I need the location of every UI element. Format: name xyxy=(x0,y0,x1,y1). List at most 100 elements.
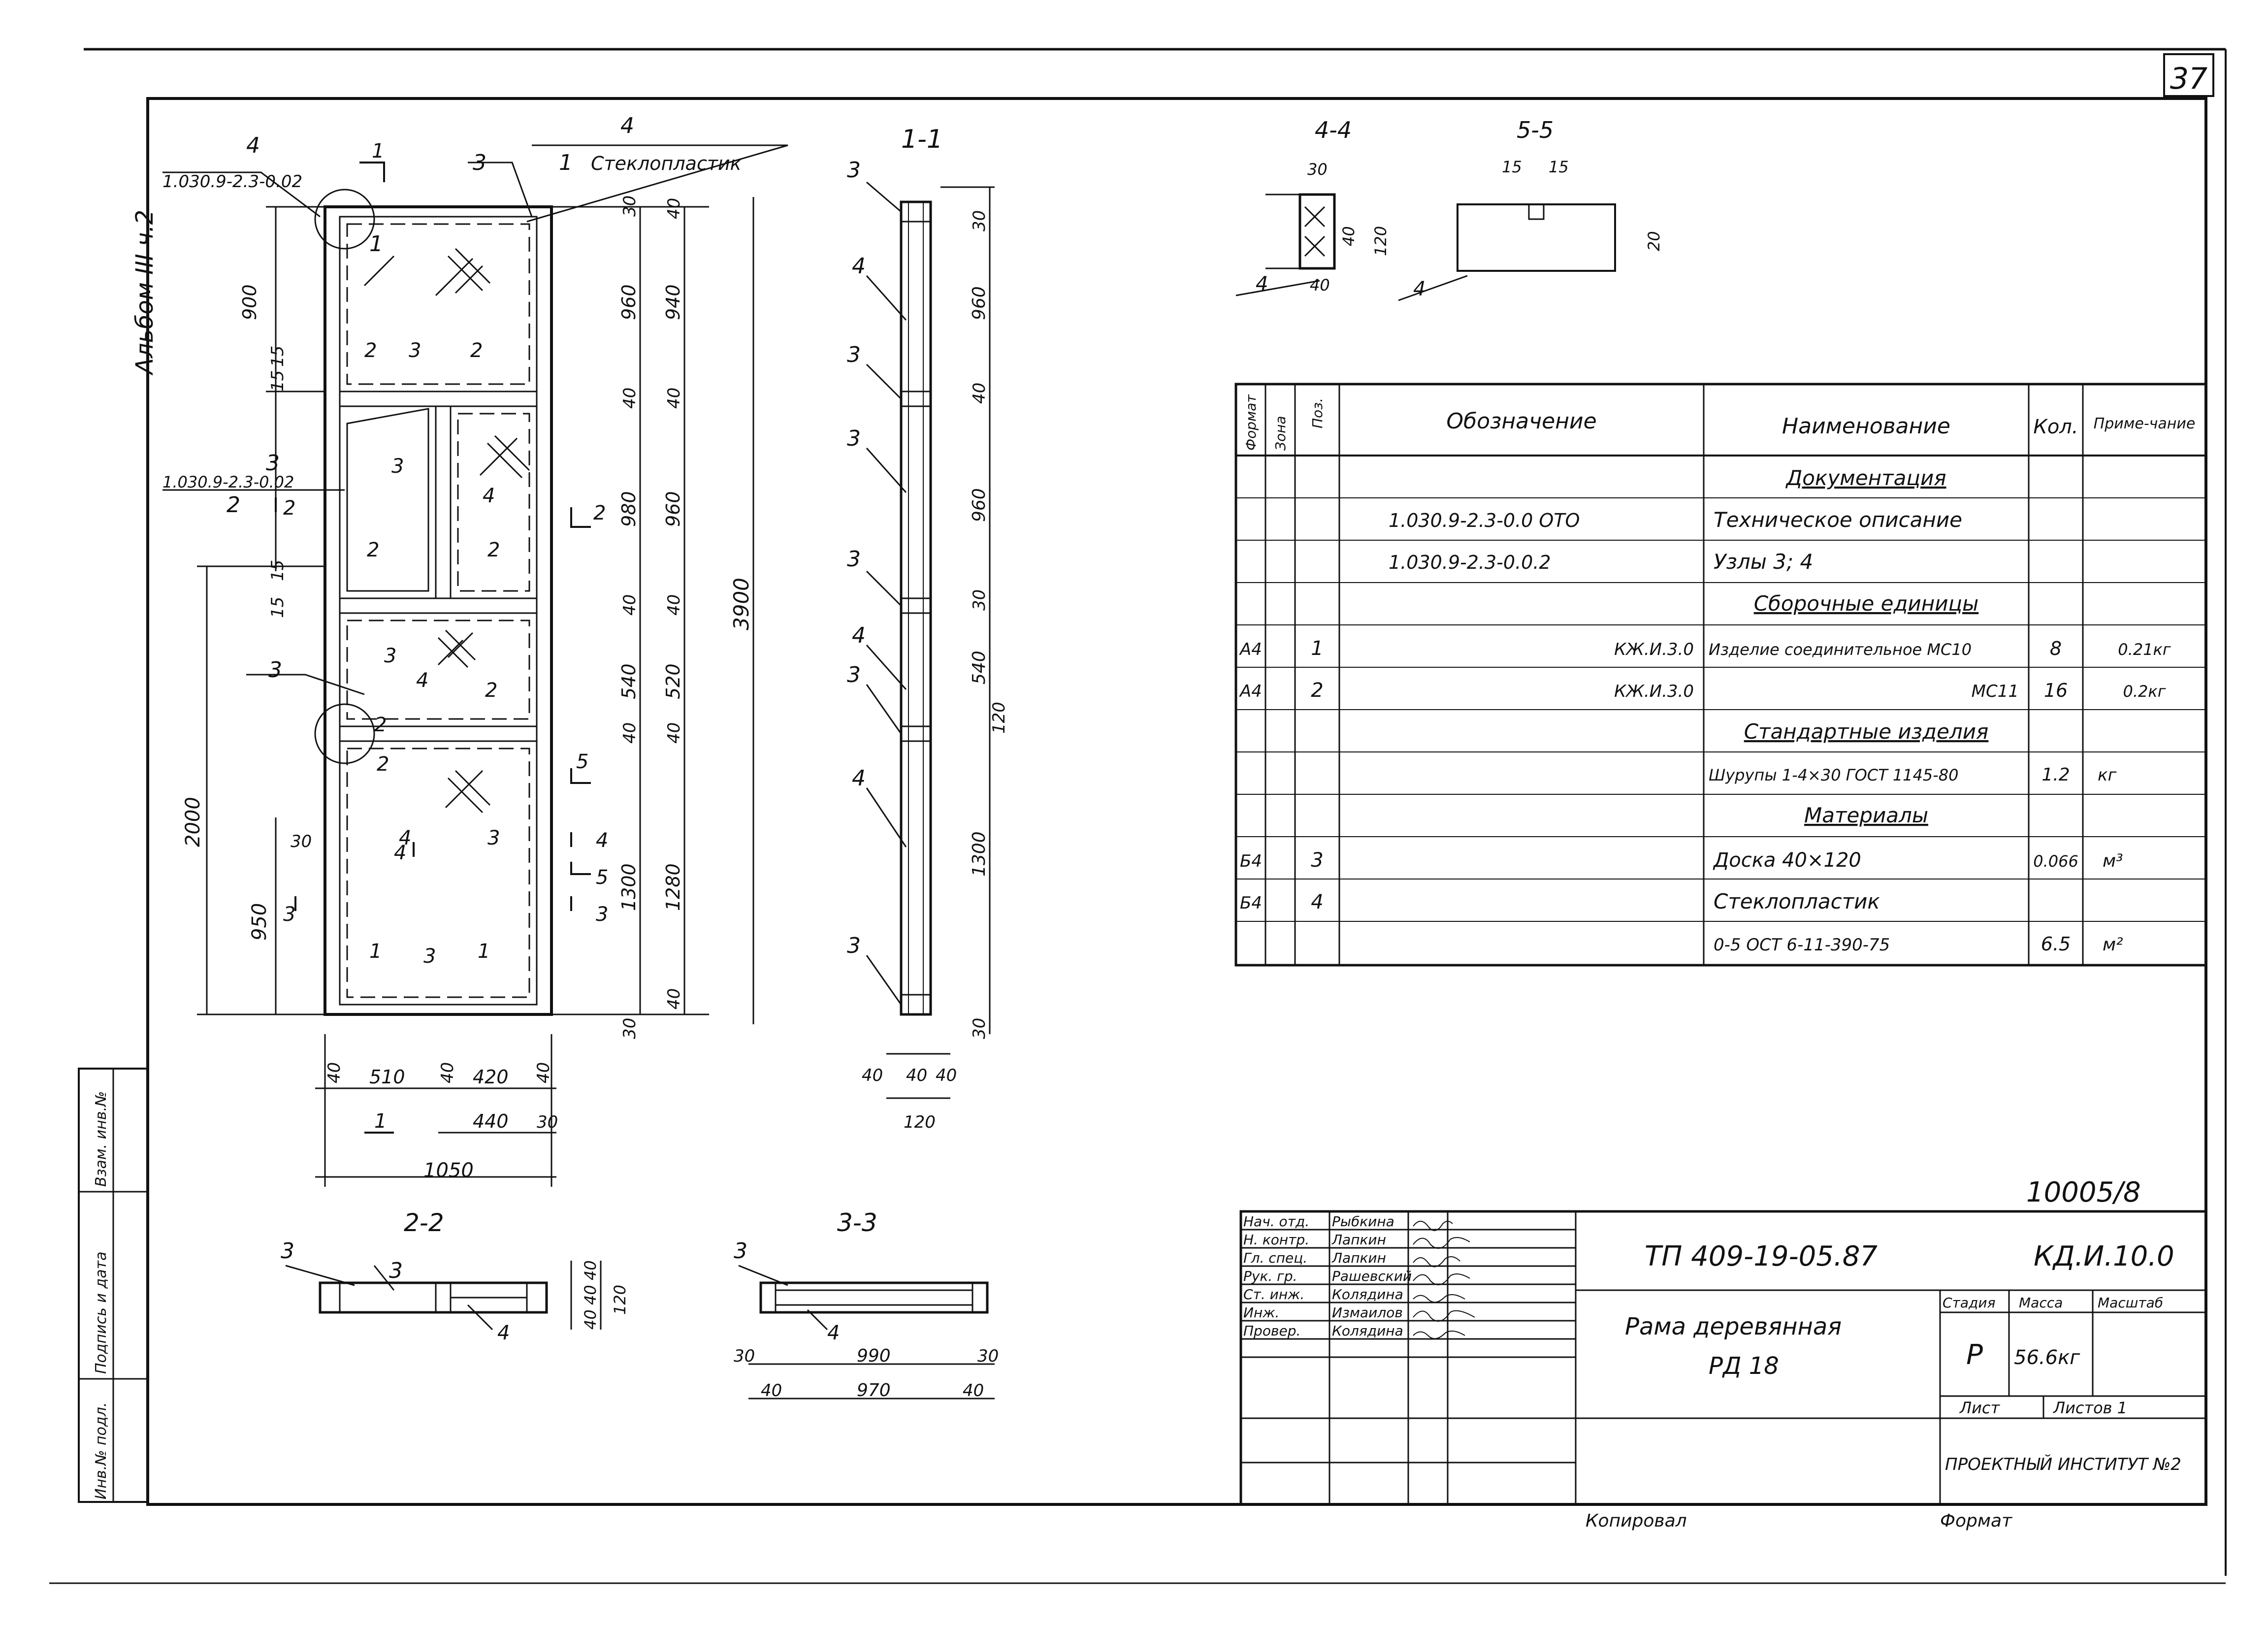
row8-name: Материалы xyxy=(1804,803,1928,827)
dim-bottom-30: 30 xyxy=(537,1112,558,1132)
dim-right-1280: 1280 xyxy=(662,863,684,911)
role-3: Рук. гр. xyxy=(1243,1268,1297,1284)
section-4-4: 4-4 4 30 40 120 40 xyxy=(1235,117,1390,296)
svg-text:2: 2 xyxy=(367,539,379,561)
row9-note: м³ xyxy=(2103,851,2123,871)
s11-dim-540: 540 xyxy=(969,651,989,684)
svg-text:1: 1 xyxy=(559,150,573,175)
svg-text:3: 3 xyxy=(423,945,436,968)
svg-text:3: 3 xyxy=(487,827,500,849)
section-1-1: 1-1 3 4 3 3 3 4 3 xyxy=(847,125,1009,1132)
svg-text:4: 4 xyxy=(620,113,634,138)
s33-dim-40a: 40 xyxy=(761,1381,782,1401)
row5-fmt: А4 xyxy=(1239,682,1262,701)
svg-text:2: 2 xyxy=(283,497,295,520)
doc-code: ТП 409-19-05.87 xyxy=(1645,1240,1878,1272)
main-frame-view: 4 4 3 1 Стеклопластик 1.030.9-2.3-0.02 1… xyxy=(162,113,788,1187)
name-6: Колядина xyxy=(1332,1323,1403,1339)
s11-dim-1300: 1300 xyxy=(969,831,989,877)
svg-text:2: 2 xyxy=(485,679,497,702)
dim-left-30: 30 xyxy=(291,832,312,851)
s11-bottom-120: 120 xyxy=(904,1112,936,1132)
row4-qty: 8 xyxy=(2050,638,2062,659)
row7-note: кг xyxy=(2098,765,2117,785)
s44-dim-120: 120 xyxy=(1371,226,1390,256)
row2-name: Узлы 3; 4 xyxy=(1714,550,1813,574)
dim-right-40f: 40 xyxy=(620,722,640,744)
svg-text:3: 3 xyxy=(847,662,861,687)
row4-name: Изделие соединительное МС10 xyxy=(1709,640,1972,659)
title-line-2: РД 18 xyxy=(1709,1352,1779,1380)
s11-dim-960a: 960 xyxy=(969,286,989,320)
dim-right-40b: 40 xyxy=(620,388,640,409)
role-2: Гл. спец. xyxy=(1243,1250,1307,1266)
name-0: Рыбкина xyxy=(1332,1213,1394,1230)
row5-name: МС11 xyxy=(1972,682,2019,701)
role-1: Н. контр. xyxy=(1243,1232,1309,1248)
row2-code: 1.030.9-2.3-0.0.2 xyxy=(1389,552,1551,573)
svg-text:3: 3 xyxy=(281,1238,294,1264)
name-4: Колядина xyxy=(1332,1286,1403,1303)
row5-note: 0.2кг xyxy=(2123,682,2166,701)
svg-text:2: 2 xyxy=(593,502,606,524)
signatures xyxy=(1413,1221,1475,1339)
drawing-frame xyxy=(146,97,2207,1506)
row4-note: 0.21кг xyxy=(2118,640,2171,659)
dim-left-900: 900 xyxy=(239,284,260,320)
sheet-label: Лист xyxy=(1959,1399,2000,1417)
svg-text:3: 3 xyxy=(473,150,486,175)
section-5-5-title: 5-5 xyxy=(1517,117,1554,143)
mass-value: 56.6кг xyxy=(2014,1346,2080,1369)
svg-text:2: 2 xyxy=(377,753,389,776)
dim-right-520: 520 xyxy=(662,663,684,699)
row3-name: Сборочные единицы xyxy=(1754,591,1979,616)
row9-fmt: Б4 xyxy=(1240,851,1262,871)
dim-right-940: 940 xyxy=(662,284,684,320)
row10-pos: 4 xyxy=(1311,891,1323,913)
s11-dim-120: 120 xyxy=(989,702,1009,734)
scale-label: Масштаб xyxy=(2098,1295,2163,1311)
dim-right-40a: 40 xyxy=(664,388,684,409)
row5-code: КЖ.И.3.0 xyxy=(1614,682,1694,701)
row11-name: 0-5 ОСТ 6-11-390-75 xyxy=(1714,935,1890,955)
svg-text:1: 1 xyxy=(478,940,490,963)
section-3-3-title: 3-3 xyxy=(837,1208,877,1237)
svg-text:3: 3 xyxy=(391,455,404,478)
s22-dim-40c: 40 xyxy=(581,1309,600,1330)
svg-text:1: 1 xyxy=(369,940,382,963)
dim-left-950: 950 xyxy=(248,903,271,941)
section-4-4-title: 4-4 xyxy=(1315,117,1352,143)
s11-bottom-40a: 40 xyxy=(862,1066,883,1085)
dim-bottom-440: 440 xyxy=(473,1110,509,1132)
stamp-signature-date: Подпись и дата xyxy=(93,1252,110,1374)
dim-right-980: 980 xyxy=(618,491,640,527)
dim-right-40-top: 40 xyxy=(664,198,684,219)
role-0: Нач. отд. xyxy=(1243,1213,1309,1230)
hdr-format: Формат xyxy=(1243,394,1259,451)
svg-text:2: 2 xyxy=(227,492,240,518)
row5-pos: 2 xyxy=(1311,679,1323,702)
row6-name: Стандартные изделия xyxy=(1744,719,1989,744)
svg-text:4: 4 xyxy=(596,829,608,852)
dim-right-40c: 40 xyxy=(664,594,684,616)
svg-text:3: 3 xyxy=(384,645,396,667)
svg-text:4: 4 xyxy=(852,623,866,648)
footer-format: Формат xyxy=(1940,1511,2012,1531)
row4-pos: 1 xyxy=(1311,637,1323,660)
svg-text:3: 3 xyxy=(847,426,861,451)
s11-bottom-40b: 40 xyxy=(906,1066,927,1085)
title-line-1: Рама деревянная xyxy=(1625,1313,1842,1340)
s33-dim-40b: 40 xyxy=(963,1381,984,1401)
s44-dim-40a: 40 xyxy=(1339,226,1358,246)
svg-text:1: 1 xyxy=(369,231,383,257)
stage-value: Р xyxy=(1966,1339,1983,1371)
hdr-pos: Поз. xyxy=(1309,398,1326,428)
footer-copied: Копировал xyxy=(1586,1511,1687,1531)
hdr-zone: Зона xyxy=(1272,416,1289,451)
dim-right-40e: 40 xyxy=(664,722,684,744)
dim-right-30-top: 30 xyxy=(620,195,640,217)
row7-qty: 1.2 xyxy=(2041,765,2070,785)
svg-text:2: 2 xyxy=(374,714,387,736)
svg-text:3: 3 xyxy=(268,657,282,683)
